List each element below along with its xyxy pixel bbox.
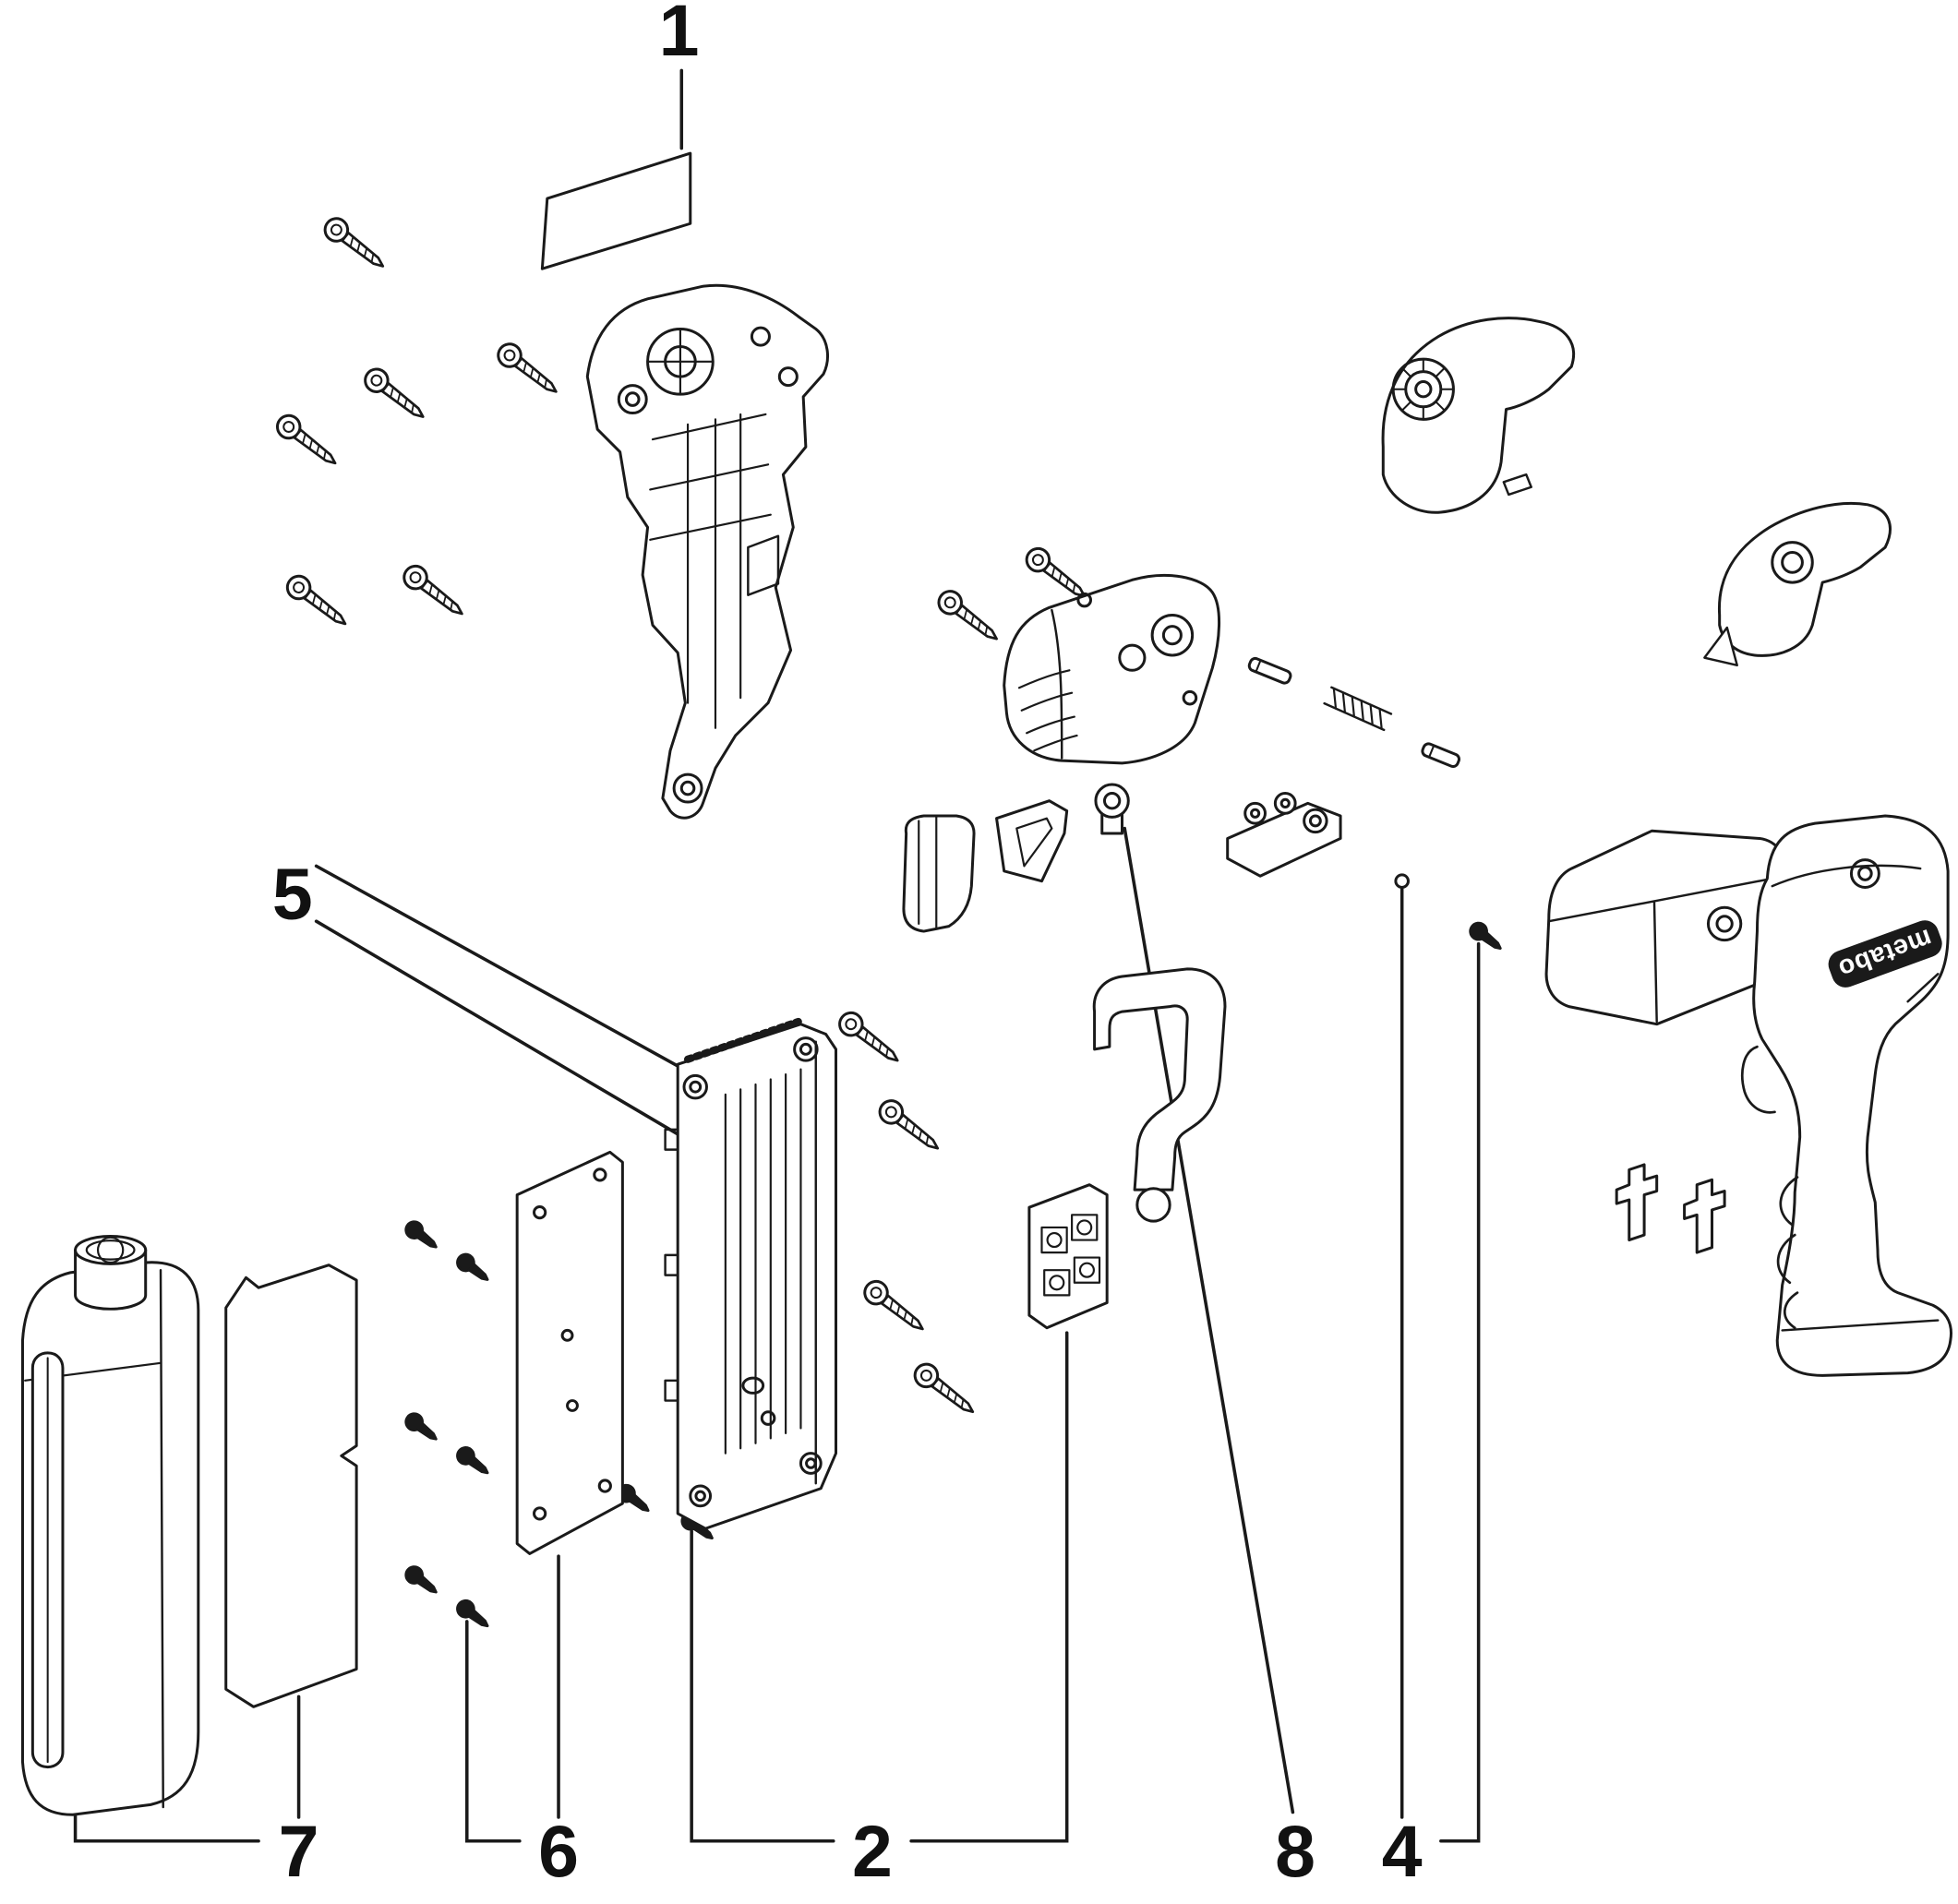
gear-housing xyxy=(1003,573,1221,765)
leader-line-2b xyxy=(909,1331,1069,1843)
switch-bracket xyxy=(995,799,1069,883)
handle-loop xyxy=(1092,967,1227,1223)
leader-line-6b xyxy=(465,1620,522,1843)
screw-icon xyxy=(318,212,391,277)
part-number-6: 6 xyxy=(538,1811,579,1892)
screw-icon xyxy=(873,1095,946,1159)
screw-icon xyxy=(401,1408,443,1447)
left-housing-shell xyxy=(585,283,829,820)
right-housing-shell: metabo xyxy=(1741,814,1952,1377)
screw-icon xyxy=(401,1562,443,1600)
battery-housing xyxy=(1544,829,1787,1026)
info-label-sticker xyxy=(540,151,692,270)
screw-icon xyxy=(859,1275,931,1340)
leader-line-2a xyxy=(690,1529,835,1843)
contact-clip xyxy=(1615,1163,1659,1242)
cover-shell-top xyxy=(1381,317,1576,514)
pin xyxy=(1421,742,1461,768)
mounting-plate-part-6 xyxy=(515,1150,624,1555)
leader-line-4b xyxy=(1439,941,1481,1843)
screw-icon xyxy=(834,1007,907,1072)
bushing-part-8 xyxy=(1094,783,1130,835)
filler-cap xyxy=(74,1234,148,1311)
compression-spring xyxy=(1323,686,1393,732)
gasket-sheet xyxy=(224,1263,358,1708)
cover-shell-side xyxy=(1703,501,1892,667)
screw-icon xyxy=(359,363,432,427)
part-number-8: 8 xyxy=(1275,1811,1315,1892)
part-number-1: 1 xyxy=(659,0,700,71)
screw-icon xyxy=(398,559,471,625)
screw-icon xyxy=(452,1596,494,1635)
leader-lines xyxy=(73,68,1481,1843)
screw-icon xyxy=(271,409,344,473)
part-number-4: 4 xyxy=(1382,1811,1423,1892)
trigger-switch xyxy=(902,814,976,933)
screw-icon xyxy=(492,338,565,402)
tank-container-part-7 xyxy=(20,1234,200,1816)
vented-base-plate xyxy=(664,1017,837,1530)
screw-icon xyxy=(281,569,354,635)
leader-line-5a xyxy=(314,864,695,1076)
housing-screws xyxy=(271,212,565,635)
pin xyxy=(1247,656,1292,685)
contact-clips xyxy=(1615,1163,1726,1254)
switch-block xyxy=(1027,1183,1109,1330)
screw-icon xyxy=(932,585,1005,650)
screw-icon xyxy=(452,1443,494,1481)
leader-line-5b xyxy=(314,919,685,1139)
screw-icon xyxy=(908,1358,981,1422)
part-number-5: 5 xyxy=(272,853,313,934)
screw-icon xyxy=(452,1250,494,1287)
contact-clip xyxy=(1683,1178,1726,1254)
detent-ball-part-4 xyxy=(1394,873,1410,889)
detent-ball xyxy=(1135,1187,1171,1223)
part-number-labels: 1 5 7 6 2 8 4 xyxy=(272,0,1423,1892)
part-number-2: 2 xyxy=(852,1811,893,1892)
part-number-7: 7 xyxy=(279,1811,319,1892)
set-screw-icon xyxy=(1465,918,1508,956)
circuit-board xyxy=(1226,792,1342,878)
screw-icon xyxy=(401,1216,443,1255)
